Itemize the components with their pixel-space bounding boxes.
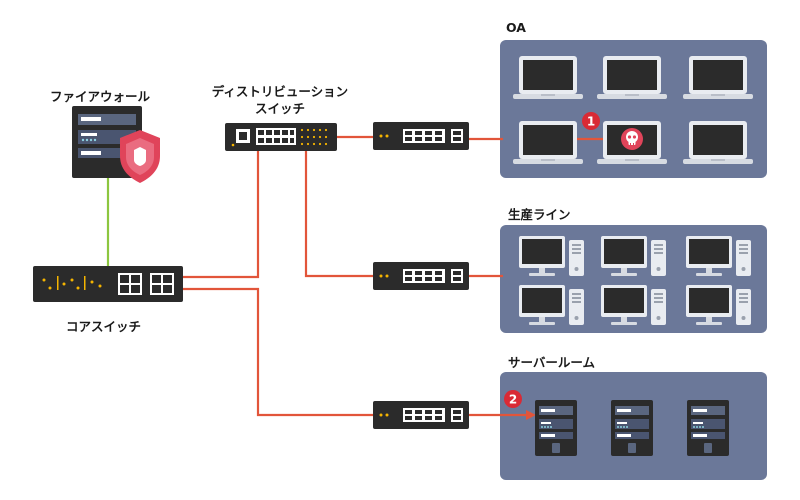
core-switch-label: コアスイッチ [66,319,142,334]
zone-production-label: 生産ライン [508,207,571,222]
firewall-label: ファイアウォール [50,89,151,104]
marker-2-label: 2 [509,393,517,407]
distribution-production-link [304,150,373,278]
attack-arrowhead-serverroom [526,410,536,420]
server-cabinet [687,400,729,456]
server-cabinet [535,400,577,456]
laptop [513,121,583,164]
laptop [513,56,583,99]
server-cabinet [611,400,653,456]
marker-1: 1 [582,112,600,130]
marker-2: 2 [504,390,522,408]
laptop [683,56,753,99]
distribution-switch [225,123,337,151]
distribution-switch-label: ディストリビューション スイッチ [212,83,348,117]
core-distribution-link [182,150,260,279]
shield-icon [120,130,160,183]
zone-oa-label: OA [506,20,526,35]
zone-server-room-label: サーバールーム [508,355,596,370]
core-serverroom-link [182,287,373,417]
access-switch-oa [373,122,469,150]
distribution-switch-label-line2: スイッチ [254,101,306,116]
laptop [683,121,753,164]
distribution-switch-label-line1: ディストリビューション [211,84,349,99]
skull-icon [621,128,643,150]
marker-1-label: 1 [587,115,595,129]
access-switch-serverroom [373,401,469,429]
access-switch-production [373,262,469,290]
core-switch [33,266,183,302]
laptop [597,56,667,99]
